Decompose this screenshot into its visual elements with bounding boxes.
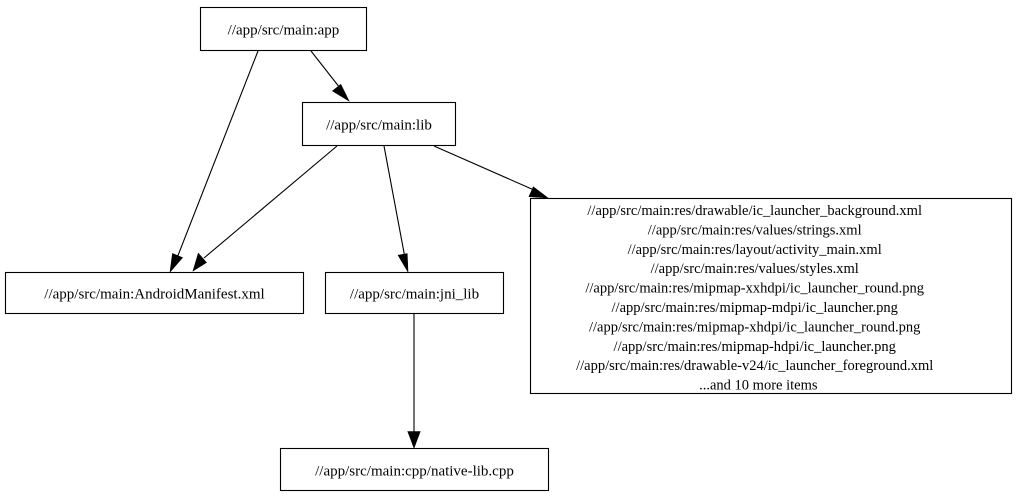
node-native-lib-label: //app/src/main:cpp/native-lib.cpp bbox=[315, 464, 514, 480]
node-app-label: //app/src/main:app bbox=[228, 23, 340, 39]
res-line-4: //app/src/main:res/values/styles.xml bbox=[651, 261, 859, 277]
edge-lib-to-res-group bbox=[433, 145, 549, 199]
node-jni-lib[interactable]: //app/src/main:jni_lib bbox=[324, 271, 505, 315]
res-line-1: //app/src/main:res/drawable/ic_launcher_… bbox=[587, 203, 922, 219]
res-line-8: //app/src/main:res/mipmap-hdpi/ic_launch… bbox=[614, 339, 896, 355]
node-lib[interactable]: //app/src/main:lib bbox=[301, 101, 457, 147]
res-line-3: //app/src/main:res/layout/activity_main.… bbox=[628, 242, 882, 258]
edge-jni-lib-to-native-lib bbox=[407, 313, 421, 449]
node-res-group[interactable]: //app/src/main:res/drawable/ic_launcher_… bbox=[529, 197, 1013, 395]
node-app[interactable]: //app/src/main:app bbox=[199, 6, 368, 52]
res-line-9: //app/src/main:res/drawable-v24/ic_launc… bbox=[576, 358, 933, 374]
edge-lib-to-jni-lib bbox=[383, 145, 409, 273]
edge-app-to-manifest bbox=[169, 50, 259, 273]
res-line-5: //app/src/main:res/mipmap-xxhdpi/ic_laun… bbox=[585, 281, 924, 297]
node-manifest[interactable]: //app/src/main:AndroidManifest.xml bbox=[4, 271, 305, 315]
res-line-overflow: ...and 10 more items bbox=[699, 378, 818, 394]
edge-app-to-lib bbox=[310, 50, 350, 102]
res-line-6: //app/src/main:res/mipmap-mdpi/ic_launch… bbox=[612, 300, 898, 316]
res-line-7: //app/src/main:res/mipmap-xhdpi/ic_launc… bbox=[589, 319, 920, 335]
node-lib-label: //app/src/main:lib bbox=[326, 118, 432, 134]
node-native-lib[interactable]: //app/src/main:cpp/native-lib.cpp bbox=[279, 447, 550, 492]
edge-lib-to-manifest bbox=[192, 145, 338, 272]
node-res-group-label: //app/src/main:res/drawable/ic_launcher_… bbox=[576, 203, 966, 394]
node-jni-lib-label: //app/src/main:jni_lib bbox=[350, 287, 479, 303]
res-line-2: //app/src/main:res/values/strings.xml bbox=[648, 222, 862, 238]
node-manifest-label: //app/src/main:AndroidManifest.xml bbox=[44, 287, 264, 303]
